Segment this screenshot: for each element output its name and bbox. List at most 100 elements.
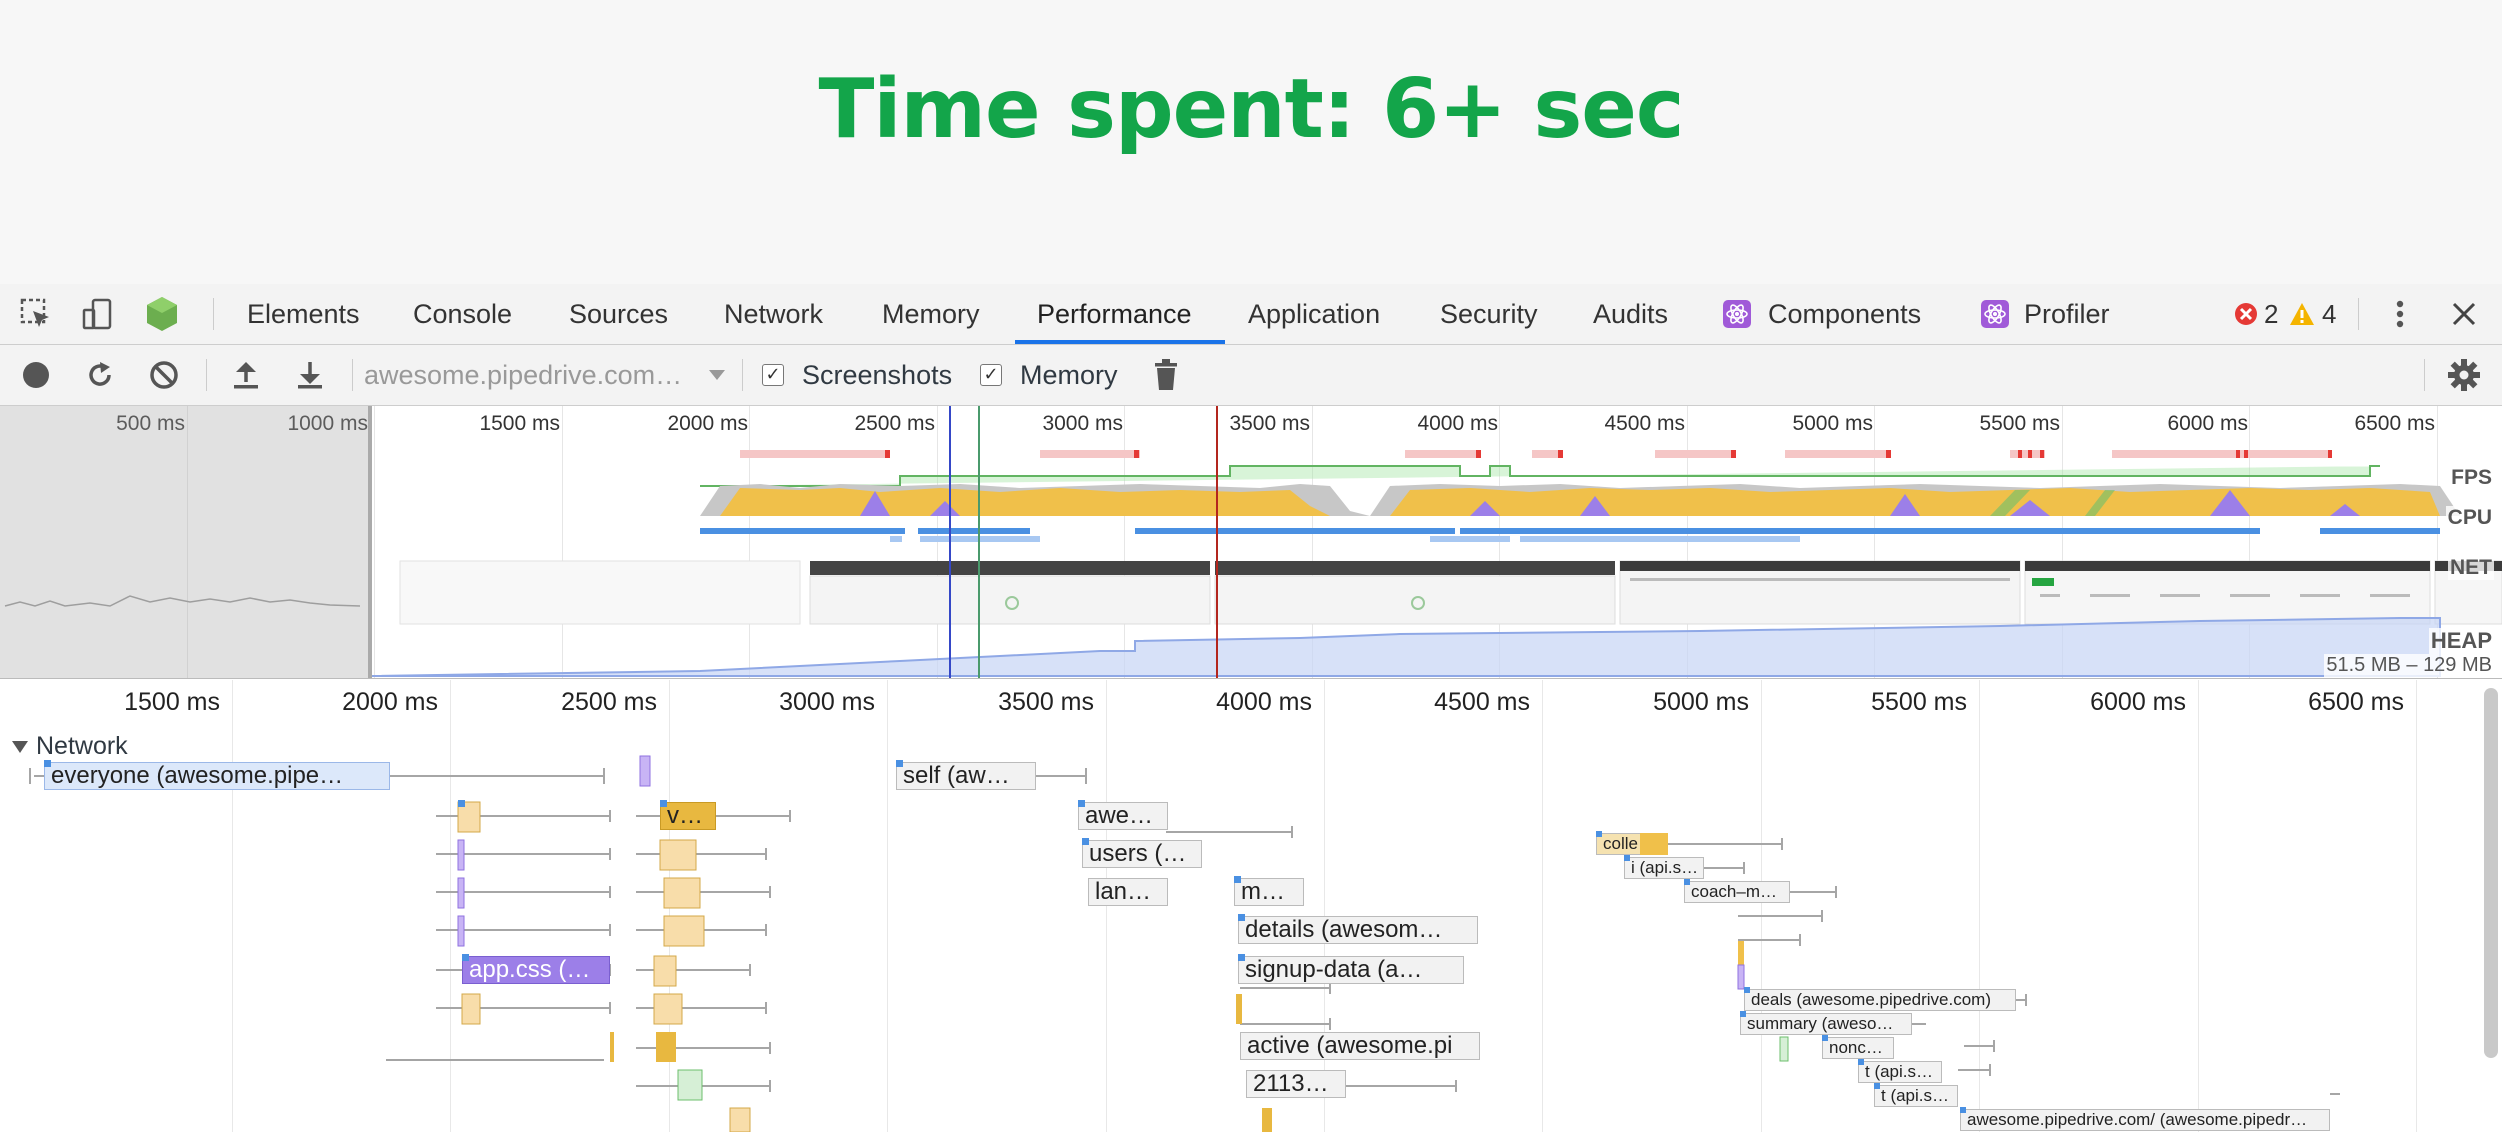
tab-elements[interactable]: Elements bbox=[247, 299, 360, 329]
request-bar[interactable]: coach–m… bbox=[1684, 881, 1790, 903]
fps-graph bbox=[700, 465, 2380, 487]
trash-icon[interactable] bbox=[1146, 355, 1186, 395]
timeline-overview[interactable]: 500 ms 1000 ms 1500 ms 2000 ms 2500 ms 3… bbox=[0, 406, 2502, 679]
request-bar[interactable]: i (api.s… bbox=[1624, 857, 1704, 879]
long-frame-markers bbox=[740, 450, 2332, 458]
main-tick: 5500 ms bbox=[1871, 688, 1967, 716]
vertical-scrollbar[interactable] bbox=[2484, 688, 2498, 1058]
tab-sources[interactable]: Sources bbox=[569, 299, 669, 329]
tab-profiler[interactable]: Profiler bbox=[2024, 299, 2110, 329]
request-bar[interactable]: deals (awesome.pipedrive.com) bbox=[1744, 989, 2016, 1011]
main-tick: 2000 ms bbox=[342, 688, 438, 716]
overview-tick: 4500 ms bbox=[1604, 412, 1685, 435]
overview-tick: 6500 ms bbox=[2354, 412, 2435, 435]
overview-left-shade bbox=[0, 406, 372, 678]
request-bar[interactable]: summary (aweso… bbox=[1740, 1013, 1912, 1035]
main-tick: 5000 ms bbox=[1653, 688, 1749, 716]
devtools-tab-bar: Elements Console Sources Network Memory … bbox=[0, 284, 2502, 345]
timeline-main[interactable]: 1500 ms 2000 ms 2500 ms 3000 ms 3500 ms … bbox=[0, 680, 2502, 1132]
fps-track-label: FPS bbox=[2449, 466, 2494, 490]
network-section-toggle[interactable]: Network bbox=[12, 726, 128, 766]
overview-tick: 1000 ms bbox=[287, 412, 368, 435]
whiskers-final bbox=[386, 1059, 604, 1061]
tab-security[interactable]: Security bbox=[1440, 299, 1538, 329]
device-toolbar-icon[interactable] bbox=[78, 294, 118, 334]
screenshot-frame bbox=[2024, 560, 2431, 625]
warning-count[interactable]: 4 bbox=[2322, 299, 2337, 329]
overview-tick: 3500 ms bbox=[1229, 412, 1310, 435]
request-bar[interactable]: t (api.s… bbox=[1858, 1061, 1942, 1083]
download-icon[interactable] bbox=[290, 355, 330, 395]
main-tick: 2500 ms bbox=[561, 688, 657, 716]
request-bar[interactable]: m… bbox=[1234, 878, 1304, 906]
error-count[interactable]: 2 bbox=[2264, 299, 2279, 329]
overview-tick: 6000 ms bbox=[2167, 412, 2248, 435]
cpu-rendering-graph bbox=[860, 490, 2360, 516]
devtools-panel: Elements Console Sources Network Memory … bbox=[0, 284, 2502, 1132]
screenshots-checkbox[interactable]: ✓ bbox=[762, 364, 784, 386]
upload-icon[interactable] bbox=[226, 355, 266, 395]
request-bar[interactable]: details (awesom… bbox=[1238, 916, 1478, 944]
screenshot-frame bbox=[810, 561, 1210, 575]
reload-icon[interactable] bbox=[80, 355, 120, 395]
tab-console[interactable]: Console bbox=[413, 299, 513, 329]
net-track-label: NET bbox=[2448, 556, 2494, 580]
slide-title: Time spent: 6+ sec bbox=[818, 62, 1684, 157]
main-tick: 6500 ms bbox=[2308, 688, 2404, 716]
warning-icon[interactable] bbox=[2288, 300, 2316, 328]
request-bar[interactable]: signup-data (a… bbox=[1238, 956, 1464, 984]
error-icon[interactable] bbox=[2232, 300, 2260, 328]
request-bar[interactable]: awe… bbox=[1078, 802, 1168, 830]
overview-graphs bbox=[4, 406, 2502, 678]
settings-gear-icon[interactable] bbox=[2444, 355, 2484, 395]
clear-icon[interactable] bbox=[144, 355, 184, 395]
request-bar[interactable]: self (aw… bbox=[896, 762, 1036, 790]
request-bar[interactable]: t (api.s… bbox=[1874, 1085, 1958, 1107]
request-bar[interactable]: lan… bbox=[1088, 878, 1168, 906]
close-icon[interactable] bbox=[2444, 294, 2484, 334]
memory-checkbox[interactable]: ✓ bbox=[980, 364, 1002, 386]
overview-tick: 1500 ms bbox=[479, 412, 560, 435]
heap-track-label: HEAP bbox=[2428, 628, 2494, 654]
url-select[interactable]: awesome.pipedrive.com… bbox=[364, 360, 683, 390]
request-bar[interactable]: active (awesome.pi bbox=[1240, 1032, 1480, 1060]
record-icon[interactable] bbox=[16, 355, 56, 395]
screenshot-frame bbox=[1619, 560, 2021, 625]
performance-toolbar: awesome.pipedrive.com… ✓ Screenshots ✓ M… bbox=[0, 345, 2502, 406]
memory-label: Memory bbox=[1020, 360, 1118, 390]
request-bar[interactable]: everyone (awesome.pipe… bbox=[44, 762, 390, 790]
request-bar[interactable]: app.css (… bbox=[462, 956, 610, 984]
active-tab-indicator bbox=[1015, 340, 1225, 344]
screenshot-frame bbox=[1215, 561, 1615, 575]
overview-tick: 3000 ms bbox=[1042, 412, 1123, 435]
request-bar[interactable]: users (… bbox=[1082, 840, 1202, 868]
overview-tick: 500 ms bbox=[116, 412, 185, 435]
chevron-down-icon[interactable] bbox=[702, 355, 732, 395]
request-bar[interactable]: nonc… bbox=[1822, 1037, 1894, 1059]
tab-network[interactable]: Network bbox=[724, 299, 824, 329]
main-tick: 1500 ms bbox=[124, 688, 220, 716]
request-bar[interactable]: 2113… bbox=[1246, 1070, 1346, 1098]
tab-memory[interactable]: Memory bbox=[882, 299, 980, 329]
net-graph bbox=[700, 528, 2440, 534]
cpu-painting-graph bbox=[1990, 490, 2115, 516]
tab-components[interactable]: Components bbox=[1768, 299, 1922, 329]
tab-audits[interactable]: Audits bbox=[1593, 299, 1669, 329]
triangle-down-icon bbox=[12, 741, 28, 754]
vue-devtools-icon[interactable] bbox=[142, 294, 182, 334]
overview-tick: 2000 ms bbox=[667, 412, 748, 435]
request-bar[interactable]: awesome.pipedrive.com/ (awesome.pipedr… bbox=[1960, 1109, 2330, 1131]
main-tick: 4500 ms bbox=[1434, 688, 1530, 716]
tab-application[interactable]: Application bbox=[1248, 299, 1381, 329]
react-icon bbox=[1722, 299, 1752, 329]
overview-tick: 5000 ms bbox=[1792, 412, 1873, 435]
overview-tick: 2500 ms bbox=[854, 412, 935, 435]
more-options-icon[interactable] bbox=[2380, 294, 2420, 334]
tab-performance[interactable]: Performance bbox=[1037, 299, 1192, 329]
cpu-track-label: CPU bbox=[2445, 506, 2494, 530]
request-bar[interactable]: v… bbox=[660, 802, 716, 830]
inspect-element-icon[interactable] bbox=[16, 294, 56, 334]
network-section-label: Network bbox=[36, 732, 128, 760]
main-tick: 6000 ms bbox=[2090, 688, 2186, 716]
overview-tick: 4000 ms bbox=[1417, 412, 1498, 435]
